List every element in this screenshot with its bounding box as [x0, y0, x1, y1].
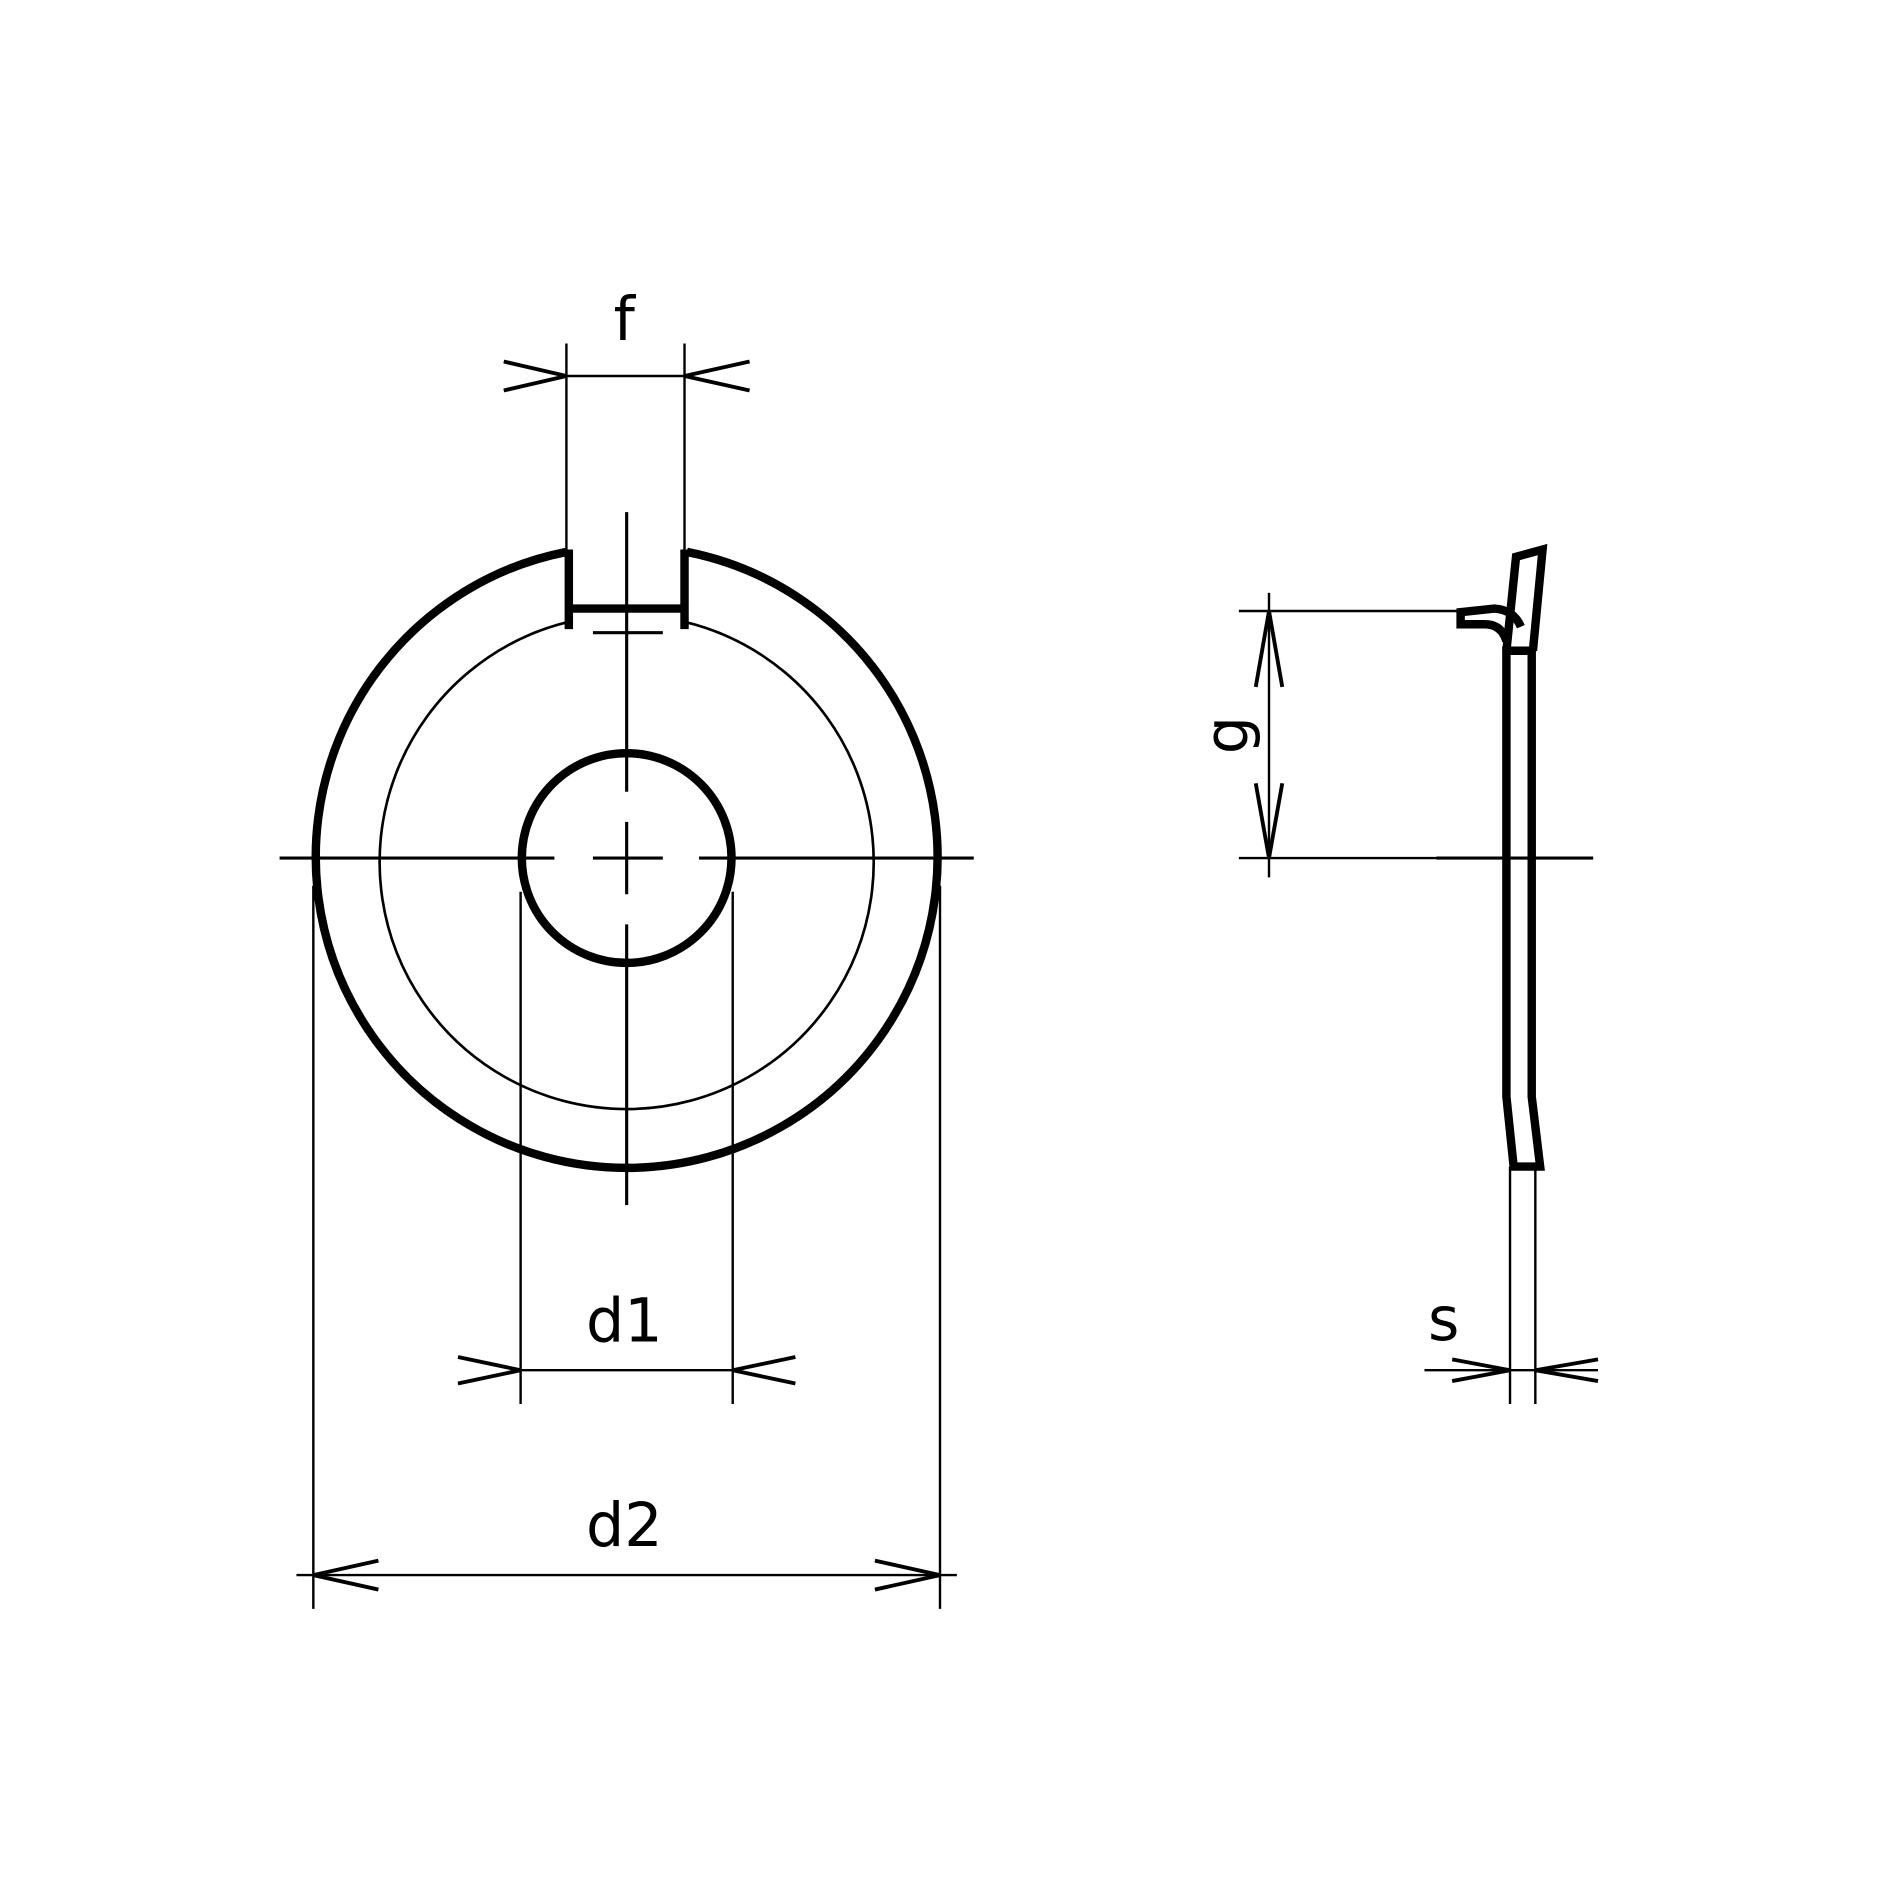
dimension-d2: d2 — [296, 885, 957, 1609]
centerlines — [279, 512, 974, 1206]
side-upper-tab — [1502, 543, 1548, 652]
side-plate — [1502, 646, 1545, 1171]
label-d2: d2 — [586, 1491, 663, 1561]
label-d1: d1 — [586, 1286, 663, 1356]
label-f: f — [614, 285, 637, 355]
dimension-g: g — [1192, 592, 1459, 878]
side-inner-lug — [1456, 604, 1525, 643]
side-view: g s — [1192, 543, 1599, 1404]
front-view: f d1 d2 — [279, 285, 974, 1609]
dimension-d1: d1 — [457, 891, 796, 1404]
label-g: g — [1192, 716, 1262, 754]
dimension-f: f — [503, 285, 751, 550]
dimension-s: s — [1424, 1166, 1599, 1404]
label-s: s — [1428, 1285, 1459, 1355]
